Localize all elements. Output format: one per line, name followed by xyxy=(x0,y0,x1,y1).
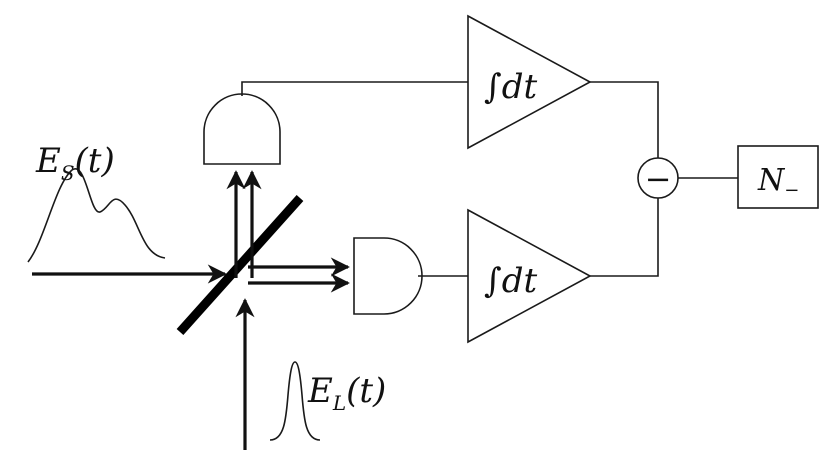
output-label: N− xyxy=(757,163,799,201)
upper-integrator-label: ∫dt xyxy=(484,67,537,107)
upper-photodetector xyxy=(203,93,281,165)
signal-pulse-waveform xyxy=(27,168,166,263)
upper-detector-wire xyxy=(241,81,468,96)
lo-label: EL(t) xyxy=(307,371,386,415)
beam-splitter xyxy=(176,194,304,336)
lower-integrator-output-wire xyxy=(590,198,659,277)
subtractor-symbol: − xyxy=(645,160,672,198)
upper-integrator-output-wire xyxy=(590,81,659,158)
upper-integrator xyxy=(467,14,592,150)
output-box xyxy=(737,145,819,209)
lower-photodetector xyxy=(353,237,423,315)
lower-integrator-label: ∫dt xyxy=(484,261,537,301)
lo-pulse-waveform xyxy=(269,361,321,441)
signal-label: ES(t) xyxy=(35,141,115,185)
lower-integrator xyxy=(467,208,592,344)
